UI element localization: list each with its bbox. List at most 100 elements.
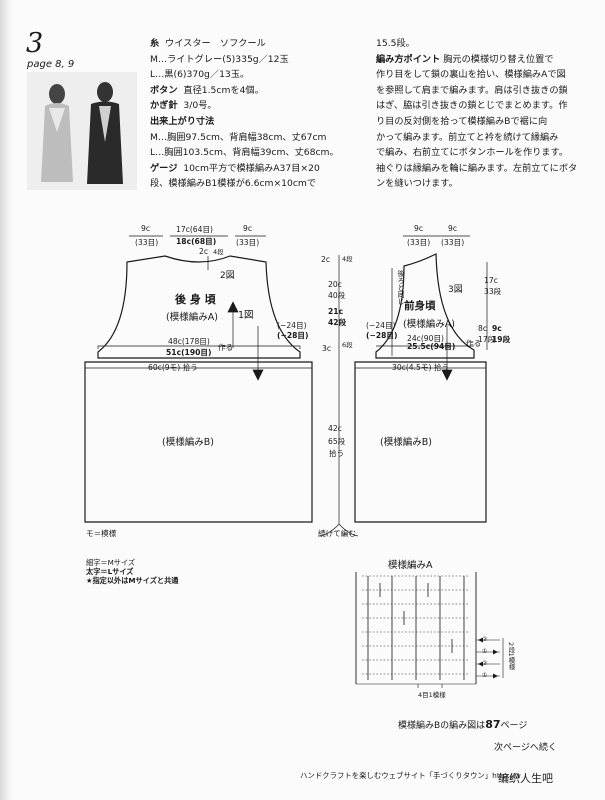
center-dim-2-rows: 40段 (328, 291, 346, 300)
pattern-number: 3 (26, 28, 44, 59)
watermark: 编织人生吧 (498, 772, 553, 785)
center-dim-3-rows: 42段 (328, 318, 347, 327)
chart-b-reference: 模様編みBの編み図は87ページ (398, 718, 527, 731)
front-side-l: (−28目) (366, 331, 398, 340)
site-credit: ハンドクラフトを楽しむウェブサイト「手づくりタウン」http://w (300, 771, 521, 780)
back-top-right-dim: 9c (243, 224, 253, 233)
center-dim-2: 20c (328, 280, 342, 289)
front-sub: (模様編みA) (403, 319, 455, 330)
chart-a-row-label: ② (482, 636, 488, 643)
size-m: M…胸囲97.5cm、背肩幅38cm、丈67cm (150, 131, 327, 143)
front-right-dim-2-rows: 17段 (478, 335, 496, 344)
gauge-line2: 段、模様編みB1模様が6.6cm×10cmで (150, 178, 317, 190)
method-label: 編み方ポイント (376, 53, 441, 65)
front-title: 前身頃 (404, 300, 436, 312)
front-right-dim-1: 17c (484, 276, 498, 285)
method-line: り目の反対側を拾って模様編みBで裾に向 (376, 115, 548, 127)
center-dim-5-rows: 65段 (328, 437, 346, 446)
hook-label: かぎ針 (150, 100, 178, 112)
front-fig3: 3図 (448, 285, 463, 295)
yarn-l: L…黒(6)370g／13玉。 (150, 69, 250, 81)
back-pattern-b: (模様編みB) (162, 437, 214, 448)
method-line: で編み、右前立てにボタンホールを作ります。 (376, 147, 569, 159)
materials-block: 糸 ウイスター ソフクール M…ライトグレー(5)335g／12玉 L…黒(6)… (150, 36, 339, 192)
back-top-left-dim: 9c (141, 224, 151, 233)
back-neck-dim: 2c (199, 247, 209, 256)
back-side-m: (−24目) (277, 321, 307, 330)
front-right-dim-2: 8c (478, 324, 488, 333)
back-width-tag: 作る (218, 343, 234, 352)
back-up-arrow (227, 301, 239, 313)
chart-a-row-label: ② (482, 660, 488, 667)
button-label: ボタン (150, 84, 178, 96)
page-reference: page 8, 9 (27, 59, 75, 70)
front-right-dim-1-rows: 33段 (484, 287, 502, 296)
back-top-mid-dim: 17c(64目) (176, 225, 214, 234)
gauge-label: ゲージ (150, 162, 178, 174)
center-dim-3: 21c (328, 307, 344, 316)
legend-common: ★指定以外はMサイズと共通 (86, 576, 179, 585)
front-skirt-outline (354, 361, 487, 523)
front-width-m: 24c(90目) (407, 334, 445, 343)
chart-a-row-note: 2段1模様 (507, 642, 515, 670)
hook-text: 3/0号。 (183, 100, 217, 112)
model-photo (27, 72, 137, 190)
chart-b-page: 87 (485, 718, 501, 731)
gauge-line1: 10cm平方で模様編みA37目×20 (183, 162, 320, 174)
front-top-left-dim: 9c (414, 224, 424, 233)
method-line: 胸元の模様切り替え位置で (443, 53, 554, 65)
method-block: 15.5段。 編み方ポイント 胸元の模様切り替え位置で 作り目をして鎖の裏山を拾… (376, 36, 577, 192)
front-right-dim-3: 9c (492, 324, 502, 333)
front-width-tag: 作る (466, 339, 482, 348)
method-line0: 15.5段。 (376, 38, 415, 49)
method-line: 作り目をして鎖の裏山を拾い、模様編みAで図 (376, 69, 566, 81)
chart-a-title: 模様編みA (388, 560, 433, 571)
chart-a-repeat-note: 4目1模様 (418, 691, 446, 699)
front-down-arrow (441, 369, 453, 381)
back-neck-rows: 4段 (213, 248, 224, 256)
size-l: L…胸囲103.5cm、背肩幅39cm、丈68cm。 (150, 147, 339, 159)
chart-b-suffix: ページ (500, 721, 528, 731)
center-dim-4-rows: 6段 (342, 341, 353, 349)
model-photo-image (27, 72, 137, 190)
method-line: 袖ぐりは縁編みを輪に編みます。左前立てにボタ (376, 162, 578, 174)
front-top-right-rows: (33目) (441, 238, 465, 247)
back-width-l: 51c(190目) (166, 348, 212, 357)
chart-a-arrowheads (478, 637, 498, 679)
back-top-mid-dim-l: 18c(68目) (176, 237, 217, 246)
yarn-m: M…ライトグレー(5)335g／12玉 (150, 53, 289, 65)
yarn-name: ウイスター ソフクール (165, 38, 266, 49)
page-spine-shadow (0, 0, 14, 800)
center-dim-1: 2c (321, 255, 331, 264)
center-continue-note: 続けて編む (318, 529, 356, 538)
chart-b-note: 模様編みBの編み図は (398, 721, 486, 731)
legend-l-size: 太字＝Lサイズ (86, 567, 134, 576)
center-dim-4: 3c (322, 344, 332, 353)
size-label: 出来上がり寸法 (150, 115, 215, 127)
legend-motif: モ＝模様 (86, 529, 117, 538)
method-line: ンを縫いつけます。 (376, 178, 458, 190)
button-text: 直径1.5cmを4個。 (183, 84, 264, 96)
front-pattern-b: (模様編みB) (380, 437, 432, 448)
front-hem-dim: 30c(4.5モ) 拾う (392, 363, 450, 372)
center-dim-1-rows: 4段 (342, 255, 353, 263)
front-back-note: 後ろと同じ (397, 270, 405, 305)
back-down-arrow (252, 369, 264, 381)
back-bodice-outline (97, 255, 301, 359)
front-side-m: (−24目) (366, 321, 396, 330)
back-hem-dim: 60c(9モ) 拾う (148, 363, 198, 372)
continued-note: 次ページへ続く (494, 743, 557, 753)
method-line: はぎ、脇は引き抜きの鎖とじでまとめます。作 (376, 100, 568, 112)
legend-block: 細字＝Mサイズ 太字＝Lサイズ ★指定以外はMサイズと共通 (86, 558, 178, 585)
back-top-right-rows: (33目) (236, 238, 260, 247)
back-fig2: 2図 (220, 271, 235, 281)
legend-m-size: 細字＝Mサイズ (86, 558, 136, 567)
center-dim-5: 42c (328, 424, 342, 433)
method-line: を参照して肩まで編みます。肩は引き抜きの鎖 (376, 84, 568, 96)
back-width-m: 48c(178目) (168, 337, 210, 346)
yarn-label: 糸 (150, 38, 160, 49)
method-line: かって編みます。前立てと衿を続けて縁編み (376, 131, 559, 143)
chart-a-row-label: ① (482, 648, 488, 655)
